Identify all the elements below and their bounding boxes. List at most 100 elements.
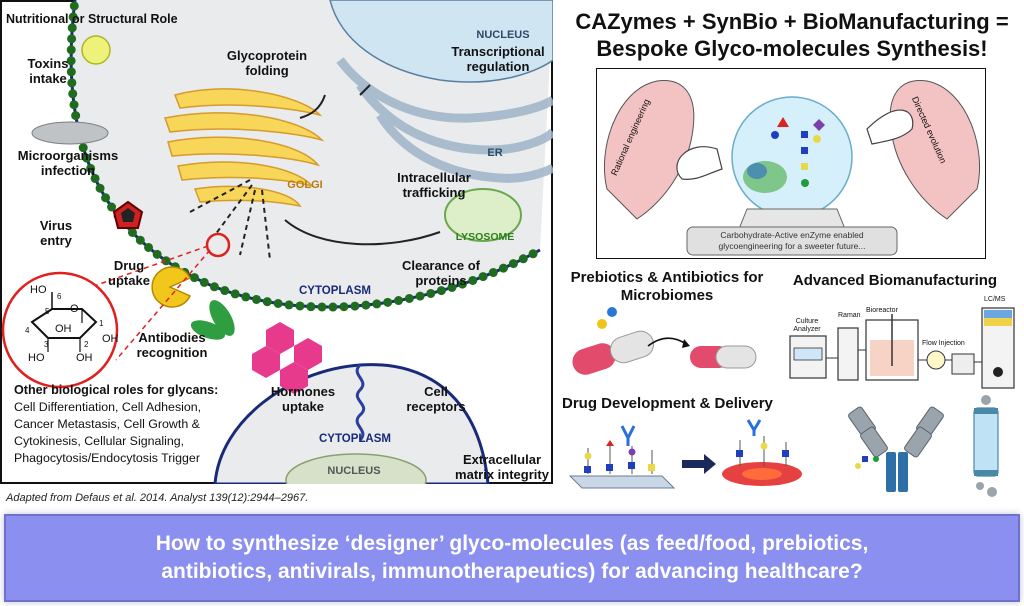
- ring-label: 3: [44, 340, 49, 349]
- membrane-bead: [127, 227, 137, 237]
- nucleus-top: [329, 0, 553, 83]
- biomanufacturing-title: Advanced Biomanufacturing: [792, 272, 998, 289]
- drug-label: Drug uptake: [108, 258, 150, 288]
- membrane-bead: [69, 100, 79, 110]
- membrane-bead: [101, 193, 111, 203]
- headline-line-1: CAZymes + SynBio + BioManufacturing =: [575, 9, 1009, 34]
- flow-injection-label: Flow Injection: [922, 340, 965, 347]
- microorganisms-label: Microorganisms infection: [17, 148, 119, 178]
- membrane-bead: [230, 289, 240, 299]
- extracellular-label: Extracellular matrix integrity: [455, 452, 549, 482]
- flow-injection-device: [926, 350, 946, 370]
- right-wing: [866, 109, 914, 145]
- membrane-bead: [436, 286, 446, 296]
- golgi-label: GOLGI: [287, 179, 323, 191]
- membrane-bead: [317, 302, 327, 312]
- membrane-bead: [508, 259, 518, 269]
- citation-text: Adapted from Defaus et al. 2014. Analyst…: [6, 492, 309, 504]
- banner-line-2: antibiotics, antivirals, immunotherapeut…: [161, 560, 863, 583]
- hormones-label: Hormones uptake: [270, 384, 336, 414]
- membrane-bead: [457, 279, 467, 289]
- glycan-blue-dot: [607, 307, 617, 317]
- concept-illustration-box: Rational engineering Directed evolution …: [596, 68, 986, 259]
- membrane-bead: [498, 263, 508, 273]
- culture-analyzer-label: Culture Analyzer: [793, 318, 821, 333]
- glucose-structure-circle: [1, 271, 119, 389]
- membrane-bead: [306, 302, 316, 312]
- drug-delivery-illustration: [568, 419, 802, 489]
- ring-label: OH: [76, 352, 93, 364]
- membrane-bead: [90, 173, 100, 183]
- roles-line: Cell Differentiation, Cell Adhesion,: [14, 400, 202, 414]
- drug-molecule: [151, 266, 192, 308]
- membrane-bead: [68, 89, 78, 99]
- membrane-bead: [488, 268, 498, 278]
- biomanufacturing-equipment: [789, 307, 1015, 389]
- ring-label: OH: [102, 333, 119, 345]
- membrane-bead: [135, 235, 145, 245]
- drug-dev-title: Drug Development & Delivery: [562, 395, 773, 412]
- ring-label: OH: [55, 323, 72, 335]
- cytoplasm-main-label: CYTOPLASM: [299, 285, 371, 297]
- glycan-yellow-dot: [597, 319, 607, 329]
- ring-label: HO: [30, 284, 47, 296]
- ring-label: 1: [99, 319, 104, 328]
- roles-line: Cancer Metastasis, Cell Growth &: [14, 417, 200, 431]
- nucleus-top-label: NUCLEUS: [476, 29, 530, 41]
- membrane-bead: [67, 78, 77, 88]
- membrane-bead: [68, 12, 78, 22]
- right-hand-shape: [889, 80, 981, 220]
- membrane-bead: [478, 272, 488, 282]
- membrane-bead: [328, 302, 338, 312]
- left-wing: [676, 146, 723, 180]
- membrane-bead: [209, 282, 219, 292]
- membrane-bead: [284, 300, 294, 310]
- cell-illustration: [1, 0, 553, 484]
- membrane-bead: [144, 242, 154, 252]
- base-line-2: glycoengineering for a sweeter future...: [718, 241, 866, 251]
- membrane-bead: [66, 56, 76, 66]
- membrane-bead: [66, 67, 76, 77]
- membrane-bead: [518, 254, 528, 264]
- lysosome-label: LYSOSOME: [455, 231, 515, 243]
- membrane-bead: [66, 45, 76, 55]
- membrane-bead: [67, 34, 77, 44]
- membrane-bead: [71, 111, 81, 121]
- bioreactor-label: Bioreactor: [866, 307, 898, 314]
- capsule-open: [572, 330, 655, 375]
- roles-line: Phagocytosis/Endocytosis Trigger: [14, 451, 200, 465]
- membrane-bead: [273, 298, 283, 308]
- membrane-bead: [189, 273, 199, 283]
- membrane-bead: [86, 163, 96, 173]
- membrane-bead: [394, 296, 404, 306]
- capsule-illustration: [572, 307, 757, 375]
- cell-diagram-panel: HO 6 5 O 4 OH 1 OH HO 3 2 OH Nutritional…: [0, 0, 553, 484]
- toxin-particle: [81, 35, 111, 65]
- membrane-bead: [383, 297, 393, 307]
- roles-line: Cytokinesis, Cellular Signaling,: [14, 434, 185, 448]
- prebiotics-title: Prebiotics & Antibiotics for Microbiomes: [570, 269, 764, 304]
- membrane-bead: [350, 301, 360, 311]
- highlight-circle: [205, 232, 231, 258]
- ball-base: [686, 226, 898, 256]
- cytoplasm-lower-label: CYTOPLASM: [319, 433, 391, 445]
- membrane-bead: [404, 293, 414, 303]
- nucleus-lower-label: NUCLEUS: [327, 465, 381, 477]
- membrane-bead: [161, 256, 171, 266]
- er-label: ER: [487, 147, 503, 159]
- crystal-ball-illustration: [603, 80, 981, 256]
- base-line-1: Carbohydrate-Active enZyme enabled: [720, 230, 864, 240]
- ring-label: HO: [28, 352, 45, 364]
- ring-label: O: [70, 303, 79, 315]
- membrane-bead: [295, 301, 305, 311]
- hormone-molecules: [252, 322, 322, 394]
- ring-label: 5: [45, 307, 50, 316]
- lcms-label: LC/MS: [984, 296, 1006, 303]
- headline-line-2: Bespoke Glyco-molecules Synthesis!: [596, 36, 988, 61]
- delivery-arrow: [682, 454, 716, 474]
- membrane-bead: [152, 249, 162, 259]
- membrane-bead: [95, 183, 105, 193]
- trafficking-arrows: [189, 84, 441, 261]
- glycan-roles-text: Other biological roles for glycans: Cell…: [14, 382, 274, 467]
- bottom-question-banner: How to synthesize ‘designer’ glyco-molec…: [4, 514, 1020, 602]
